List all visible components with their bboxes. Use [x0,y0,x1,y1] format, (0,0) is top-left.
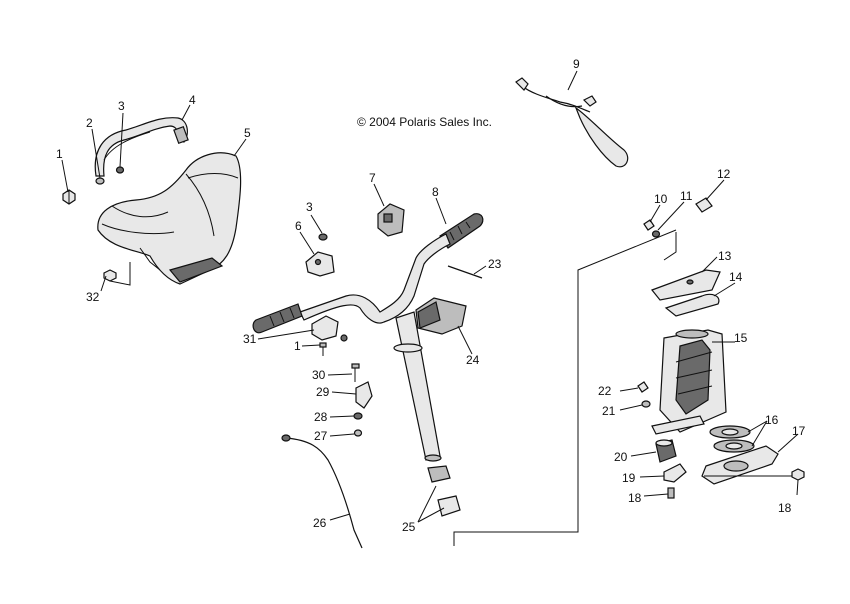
callout-5: 5 [244,126,251,140]
callout-26: 26 [313,516,327,530]
callout-2: 2 [86,116,93,130]
copyright-notice: © 2004 Polaris Sales Inc. [357,115,492,129]
callout-6: 6 [295,219,302,233]
arm-part-14 [664,293,720,317]
grab-strap-part-4 [94,117,189,177]
bushing-part-25-lower [437,495,461,517]
callout-22: 22 [598,384,612,398]
lower-clamp [311,315,348,342]
screw-part-30 [351,363,360,382]
nut-part-27 [353,429,363,437]
callout-15: 15 [734,331,748,345]
nozzle-housing-part-15 [651,329,727,435]
screw-part-10 [643,219,655,231]
seat-group [62,117,242,286]
clamp-part-6 [305,251,335,277]
callout-13: 13 [718,249,732,263]
seal-part-16-lower [713,439,755,453]
clip-part-19 [663,463,687,483]
screw-part-22 [637,381,649,393]
screw-part-18-right [791,468,805,481]
left-grip-part-31 [252,303,303,334]
callout-labels: 1 2 3 4 5 32 3 6 7 8 23 31 1 24 30 29 28… [56,57,806,534]
washer-part-21 [641,400,651,408]
washer-part-28 [353,412,363,420]
cable-tie-part-23 [447,265,483,279]
callout-8: 8 [432,185,439,199]
callout-10: 10 [654,192,668,206]
bolt-part-32 [103,269,117,282]
callout-21: 21 [602,404,616,418]
callout-19: 19 [622,471,636,485]
callout-11: 11 [680,189,693,203]
callout-18-left: 18 [628,491,642,505]
switch-housing-part-7 [377,203,405,237]
bolt-part-1-center [319,342,327,356]
callout-9: 9 [573,57,580,71]
screw-part-18-left [667,487,675,499]
nut-part-3 [115,166,125,174]
fitting-part-20 [655,439,677,463]
steering-post [393,311,442,462]
handlebar-tube [299,233,451,324]
callout-17: 17 [792,424,806,438]
callout-7: 7 [369,171,376,185]
callout-14: 14 [729,270,743,284]
callout-3: 3 [118,99,125,113]
nut-part-11 [651,230,661,238]
cable-part-26 [281,434,363,549]
callout-12: 12 [717,167,731,181]
right-grip-part-8 [439,213,484,249]
bolt-part-1 [62,189,76,205]
callout-3-center: 3 [306,200,313,214]
handlebar-group [252,203,484,549]
callout-24: 24 [466,353,480,367]
callout-25: 25 [402,520,416,534]
callout-29: 29 [316,385,330,399]
seat-part-5 [97,152,242,285]
steering-assembly-group [515,77,805,499]
callout-27: 27 [314,429,328,443]
callout-1-center: 1 [294,339,301,353]
plate-part-13 [651,269,721,301]
callout-20: 20 [614,450,628,464]
seal-part-16-upper [709,425,751,439]
nut-part-2 [95,177,105,185]
callout-28: 28 [314,410,328,424]
bushing-part-25-upper [427,465,451,483]
callout-23: 23 [488,257,502,271]
callout-4: 4 [189,93,196,107]
callout-31: 31 [243,332,257,346]
bracket-plate-part-17 [701,445,779,485]
callout-18-right: 18 [778,501,792,515]
callout-16: 16 [765,413,779,427]
leader-lines [61,70,799,546]
callout-32: 32 [86,290,100,304]
callout-1: 1 [56,147,63,161]
callout-30: 30 [312,368,326,382]
bracket-part-29 [355,381,373,409]
lanyard-part-9 [515,77,629,168]
nut-part-3-center [318,233,328,241]
clip-part-12 [695,197,713,213]
pad-part-24 [415,297,467,335]
